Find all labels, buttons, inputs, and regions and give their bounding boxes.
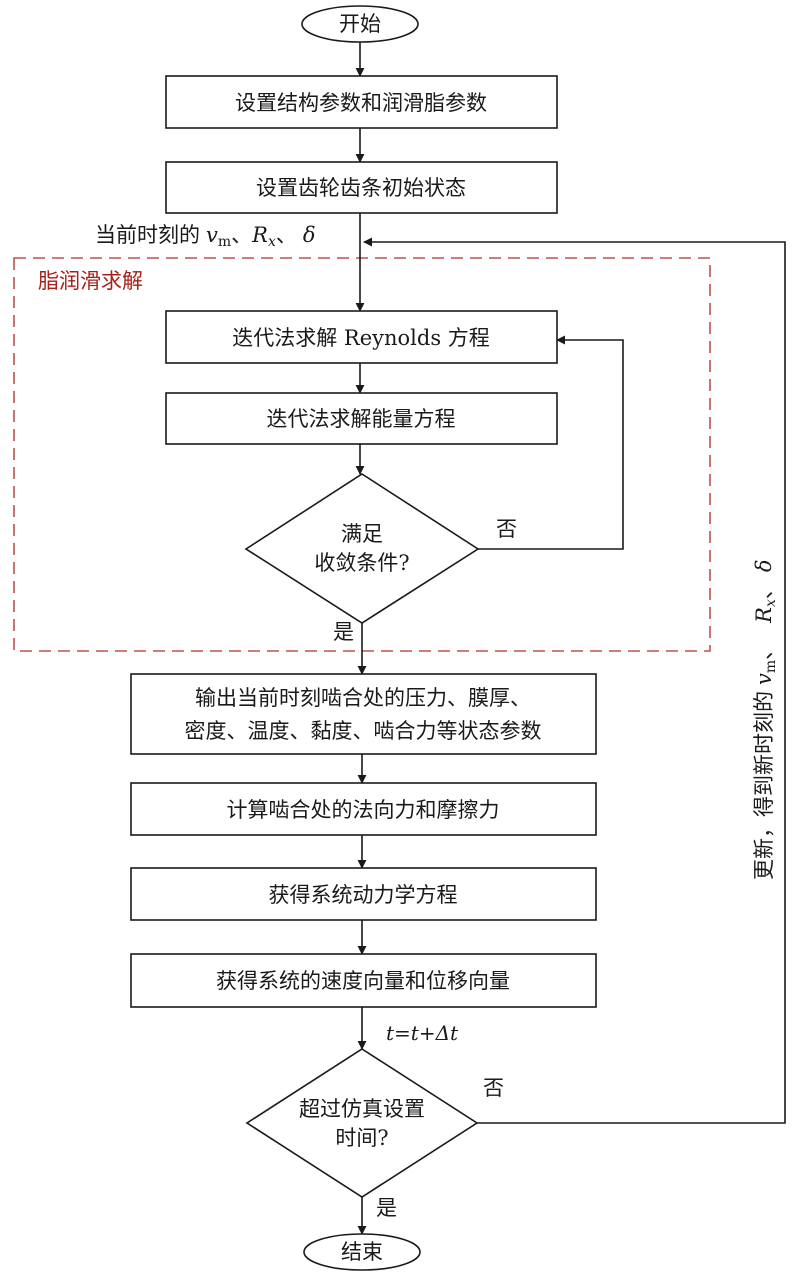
loop-not-converged [478,335,624,550]
update-state-label: 更新，得到新时刻的vm、Rx、δ [752,559,779,880]
timed-out-label: 是 [376,1196,397,1220]
energy-box [165,392,558,445]
output-state-box [130,673,597,755]
energy-label: 迭代法求解能量方程 [267,407,456,431]
convergence-decision [244,473,480,624]
not-timed-out-label: 否 [483,1076,504,1100]
output-state-line2: 密度、温度、黏度、啮合力等状态参数 [185,719,542,743]
forces-box [130,782,597,836]
set-params-label: 设置结构参数和润滑脂参数 [235,91,487,115]
convergence-line2: 收敛条件? [314,551,409,575]
init-state-box [165,161,558,214]
end-label: 结束 [341,1240,383,1264]
reynolds-label: 迭代法求解 Reynolds 方程 [232,326,490,350]
grease-lubrication-region-label: 脂润滑求解 [38,269,143,293]
start-label: 开始 [339,12,381,36]
vectors-label: 获得系统的速度向量和位移向量 [216,969,510,993]
timeout-line1: 超过仿真设置 [299,1097,425,1121]
dynamics-label: 获得系统动力学方程 [269,883,458,907]
convergence-line1: 满足 [341,522,383,546]
output-state-line1: 输出当前时刻啮合处的压力、膜厚、 [195,686,531,710]
dynamics-box [130,867,597,921]
converged-label: 是 [333,620,354,644]
not-converged-label: 否 [496,517,517,541]
end-terminal [303,1233,421,1271]
timeout-decision [245,1048,479,1198]
forces-label: 计算啮合处的法向力和摩擦力 [227,798,500,822]
set-params-box [165,75,558,129]
vectors-box [130,953,597,1008]
loop-not-timed-out [363,237,786,1124]
time-step-label: t=t+Δt [386,1021,459,1045]
init-state-label: 设置齿轮齿条初始状态 [256,176,466,200]
reynolds-box [165,310,558,364]
timeout-line2: 时间? [335,1126,388,1150]
